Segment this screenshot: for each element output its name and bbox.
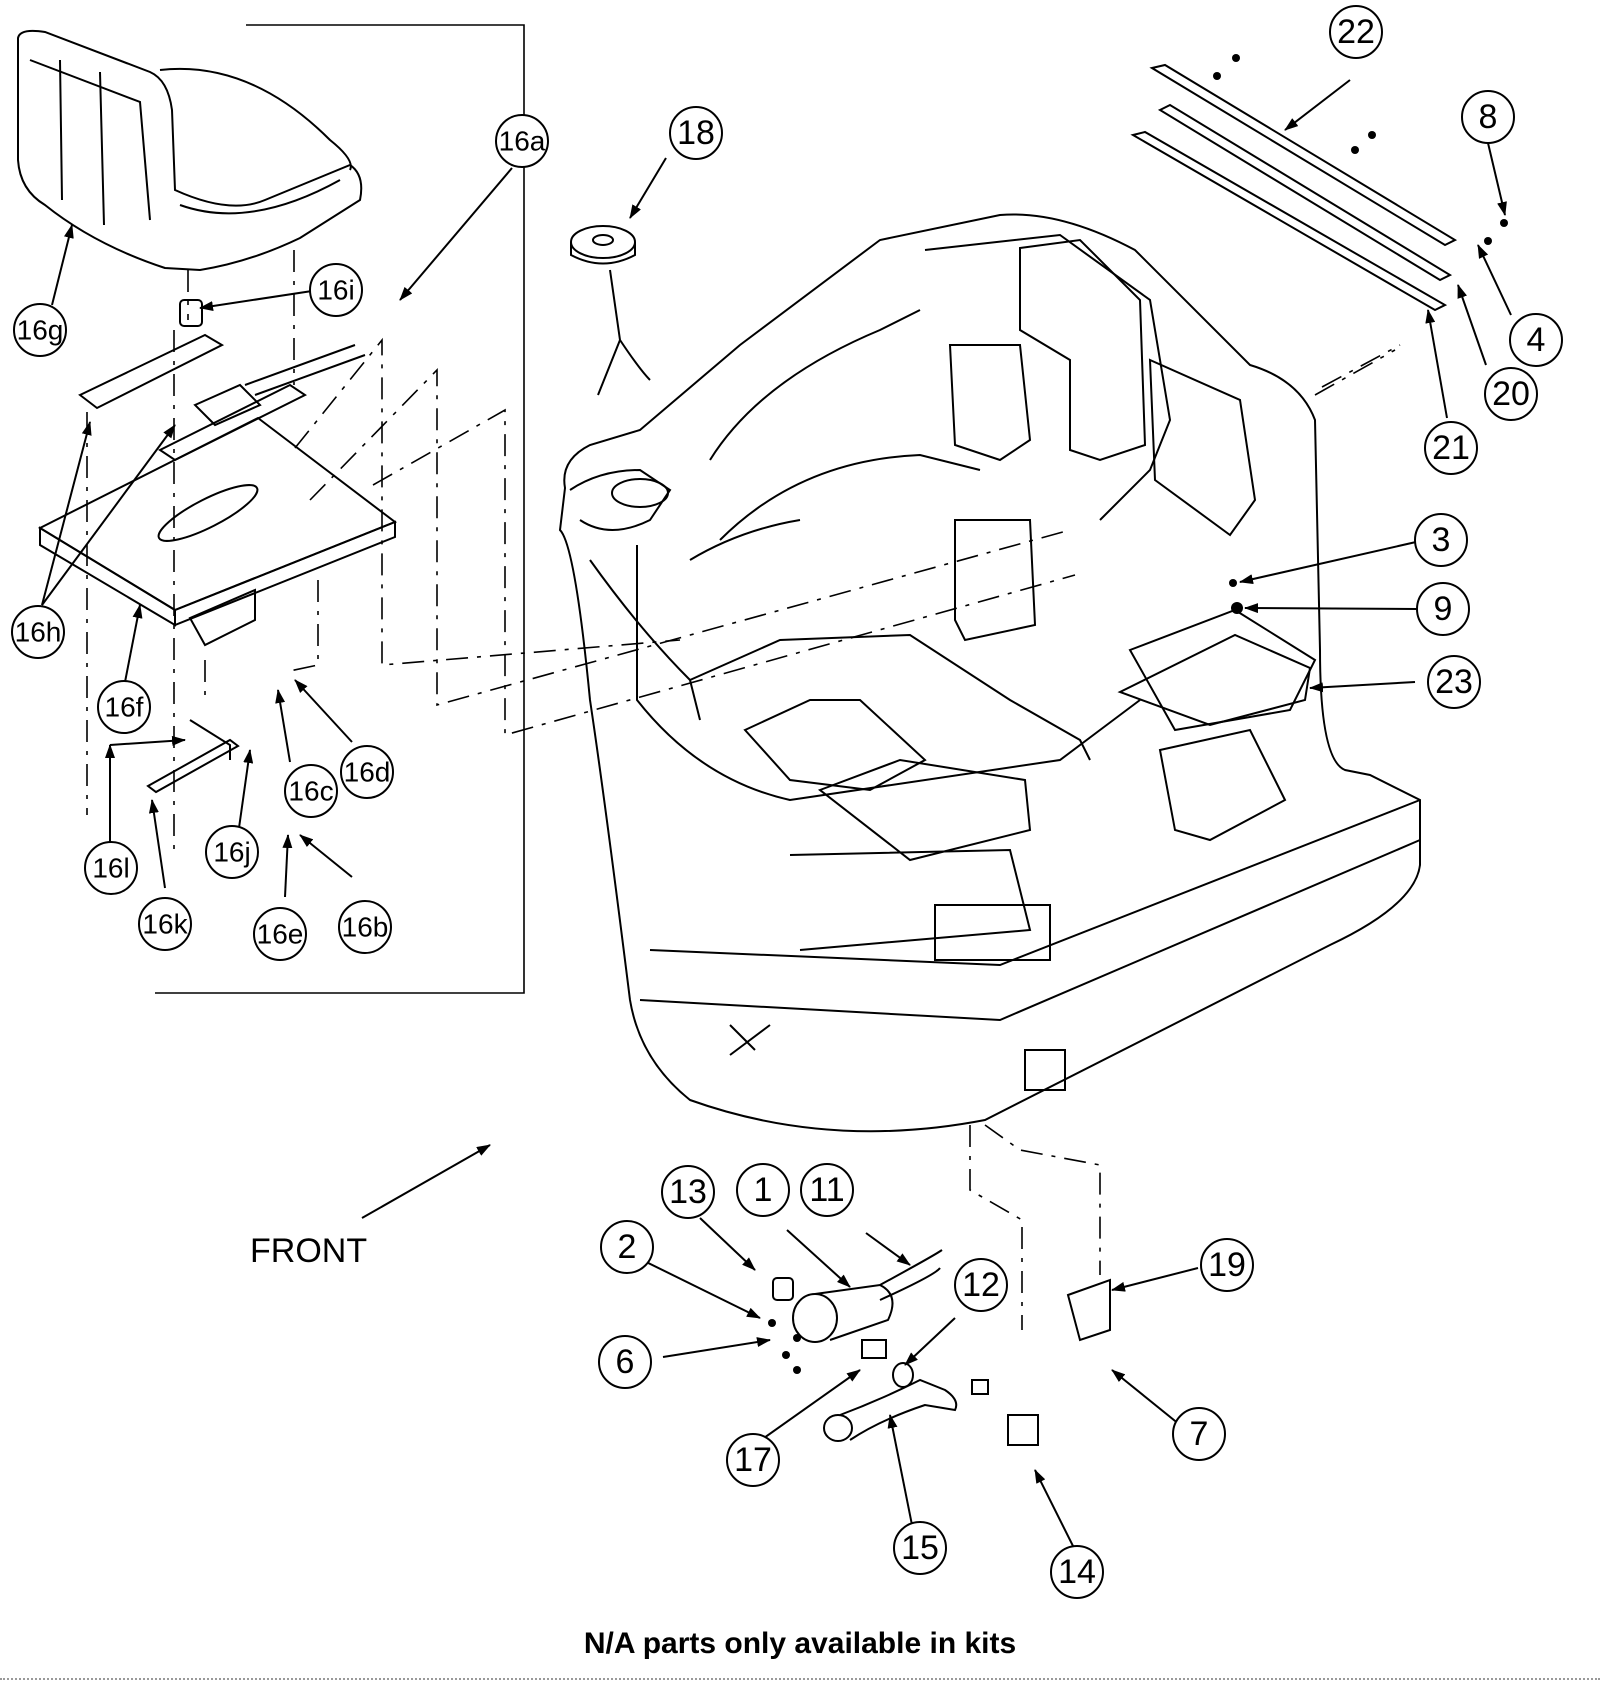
fill-cap-part [570, 225, 651, 396]
callout-18[interactable]: 18 [669, 106, 723, 160]
svg-text:20: 20 [1492, 375, 1530, 413]
callout-19[interactable]: 19 [1200, 1238, 1254, 1292]
callout-16b[interactable]: 16b [338, 900, 392, 954]
callout-16d[interactable]: 16d [340, 745, 394, 799]
svg-text:1: 1 [754, 1171, 773, 1209]
top-rails-part [1130, 54, 1508, 312]
footer-divider [0, 1678, 1600, 1680]
svg-text:3: 3 [1432, 521, 1451, 559]
callout-20[interactable]: 20 [1484, 367, 1538, 421]
seat-kit-bracket [155, 24, 525, 994]
svg-text:16l: 16l [92, 853, 129, 884]
svg-text:14: 14 [1058, 1553, 1096, 1591]
svg-text:9: 9 [1434, 590, 1453, 628]
callout-12[interactable]: 12 [954, 1258, 1008, 1312]
svg-text:16d: 16d [344, 757, 391, 788]
seat-cushion-part [17, 29, 363, 327]
callout-23[interactable]: 23 [1427, 655, 1481, 709]
callout-7[interactable]: 7 [1172, 1407, 1226, 1461]
svg-text:22: 22 [1337, 13, 1375, 51]
front-label: FRONT [250, 1232, 368, 1270]
svg-text:19: 19 [1208, 1246, 1246, 1284]
front-direction-arrow [361, 1144, 491, 1219]
callout-16i[interactable]: 16i [309, 263, 363, 317]
callout-11[interactable]: 11 [800, 1163, 854, 1217]
callout-6[interactable]: 6 [598, 1335, 652, 1389]
svg-text:16b: 16b [342, 912, 389, 943]
callout-1[interactable]: 1 [736, 1163, 790, 1217]
svg-text:6: 6 [616, 1343, 635, 1381]
tray-plate-part [1117, 579, 1312, 727]
callout-16k[interactable]: 16k [138, 897, 192, 951]
callout-15[interactable]: 15 [893, 1521, 947, 1575]
callout-16h[interactable]: 16h [11, 605, 65, 659]
svg-text:21: 21 [1432, 429, 1470, 467]
svg-text:16i: 16i [317, 275, 354, 306]
svg-text:8: 8 [1479, 98, 1498, 136]
main-body-housing-part [558, 213, 1421, 1133]
svg-text:16g: 16g [17, 315, 64, 346]
callout-21[interactable]: 21 [1424, 421, 1478, 475]
callout-17[interactable]: 17 [726, 1433, 780, 1487]
svg-text:7: 7 [1190, 1415, 1209, 1453]
svg-text:16j: 16j [213, 837, 250, 868]
callout-16e[interactable]: 16e [253, 907, 307, 961]
svg-text:2: 2 [618, 1228, 637, 1266]
callout-2[interactable]: 2 [600, 1220, 654, 1274]
svg-text:15: 15 [901, 1529, 939, 1567]
svg-text:17: 17 [734, 1441, 772, 1479]
svg-text:16e: 16e [257, 919, 304, 950]
leader-lines [41, 79, 1512, 1557]
callout-22[interactable]: 22 [1329, 5, 1383, 59]
callout-14[interactable]: 14 [1050, 1545, 1104, 1599]
callout-16j[interactable]: 16j [205, 825, 259, 879]
callout-3[interactable]: 3 [1414, 513, 1468, 567]
svg-text:4: 4 [1527, 321, 1546, 359]
callout-16g[interactable]: 16g [13, 303, 67, 357]
svg-text:16a: 16a [499, 126, 546, 157]
svg-text:13: 13 [669, 1173, 707, 1211]
callout-13[interactable]: 13 [661, 1165, 715, 1219]
drain-hose-assembly-part [768, 1249, 1111, 1446]
svg-text:11: 11 [809, 1171, 844, 1209]
callout-9[interactable]: 9 [1416, 582, 1470, 636]
callout-16c[interactable]: 16c [284, 764, 338, 818]
svg-text:16f: 16f [105, 692, 144, 723]
footer-note: N/A parts only available in kits [583, 1627, 1017, 1660]
callout-16f[interactable]: 16f [97, 680, 151, 734]
svg-text:18: 18 [677, 114, 715, 152]
callout-8[interactable]: 8 [1461, 90, 1515, 144]
svg-text:16h: 16h [15, 617, 62, 648]
callout-4[interactable]: 4 [1509, 313, 1563, 367]
svg-text:23: 23 [1435, 663, 1473, 701]
svg-text:12: 12 [962, 1266, 1000, 1304]
seat-alignment-lines [86, 250, 1076, 850]
callout-16l[interactable]: 16l [84, 841, 138, 895]
svg-text:16k: 16k [142, 909, 188, 940]
svg-text:16c: 16c [288, 776, 333, 807]
callout-16a[interactable]: 16a [495, 114, 549, 168]
seat-mounting-plate-part [37, 333, 398, 794]
